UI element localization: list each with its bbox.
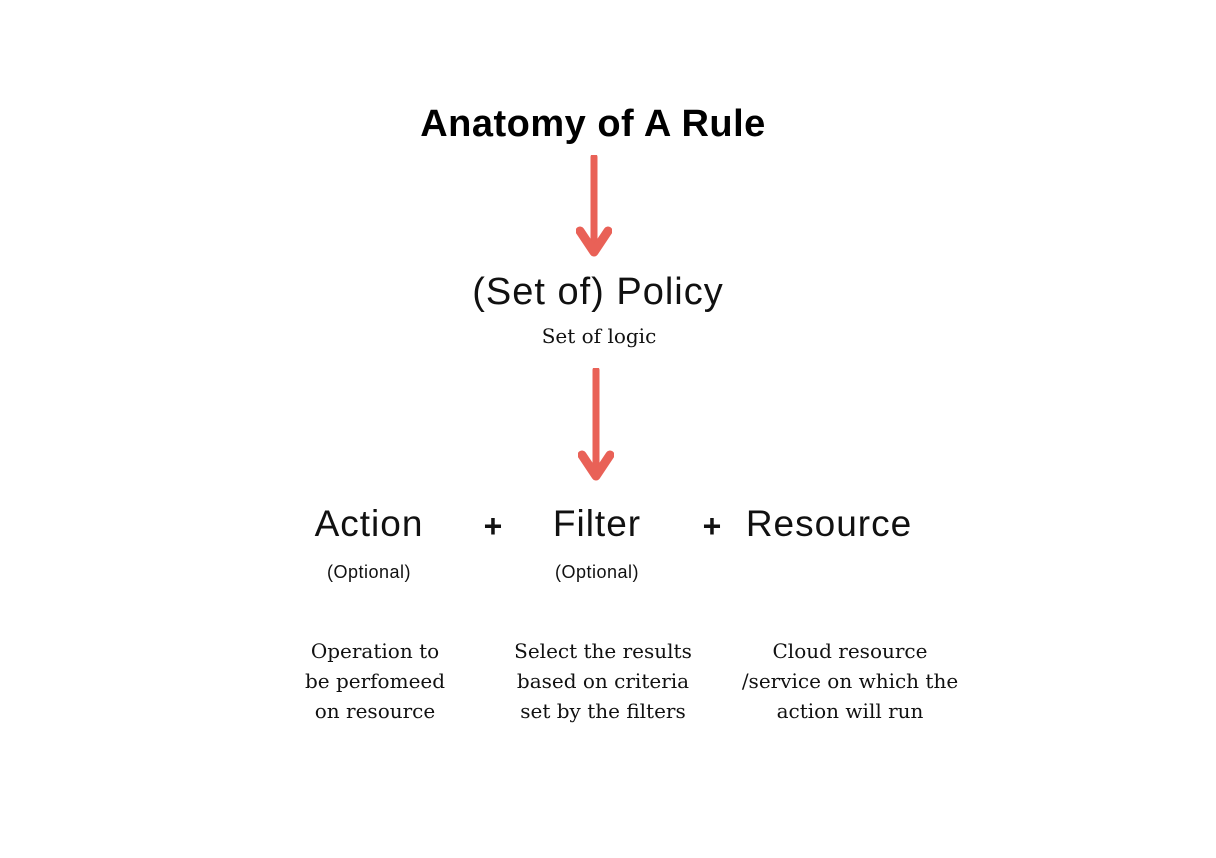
- optional-note-action: (Optional): [326, 562, 412, 582]
- description-line: action will run: [776, 699, 924, 723]
- component-label-action: Action: [314, 503, 424, 544]
- description-line: Select the results: [514, 639, 692, 663]
- arrow-down-icon: [578, 368, 614, 481]
- diagram-title: Anatomy of A Rule: [420, 103, 766, 145]
- description-line: set by the filters: [520, 699, 686, 723]
- arrow-head: [578, 450, 614, 481]
- component-label-filter: Filter: [552, 503, 642, 544]
- resource-description: Cloud resource /service on which the act…: [742, 636, 958, 726]
- plus-sign: +: [702, 508, 722, 544]
- arrow-head: [576, 226, 612, 257]
- optional-note-filter: (Optional): [554, 562, 640, 582]
- plus-sign: +: [483, 508, 503, 544]
- policy-subheading: Set of logic: [541, 324, 657, 348]
- description-line: /service on which the: [741, 669, 959, 693]
- description-line: Cloud resource: [772, 639, 928, 663]
- filter-description: Select the results based on criteria set…: [514, 636, 692, 726]
- arrow-down-icon: [576, 155, 612, 257]
- component-label-resource: Resource: [745, 503, 913, 544]
- description-line: Operation to: [310, 639, 440, 663]
- description-line: be perfomeed: [304, 669, 446, 693]
- description-line: on resource: [314, 699, 436, 723]
- description-line: based on criteria: [516, 669, 690, 693]
- action-description: Operation to be perfomeed on resource: [305, 636, 445, 726]
- policy-heading: (Set of) Policy: [472, 271, 724, 313]
